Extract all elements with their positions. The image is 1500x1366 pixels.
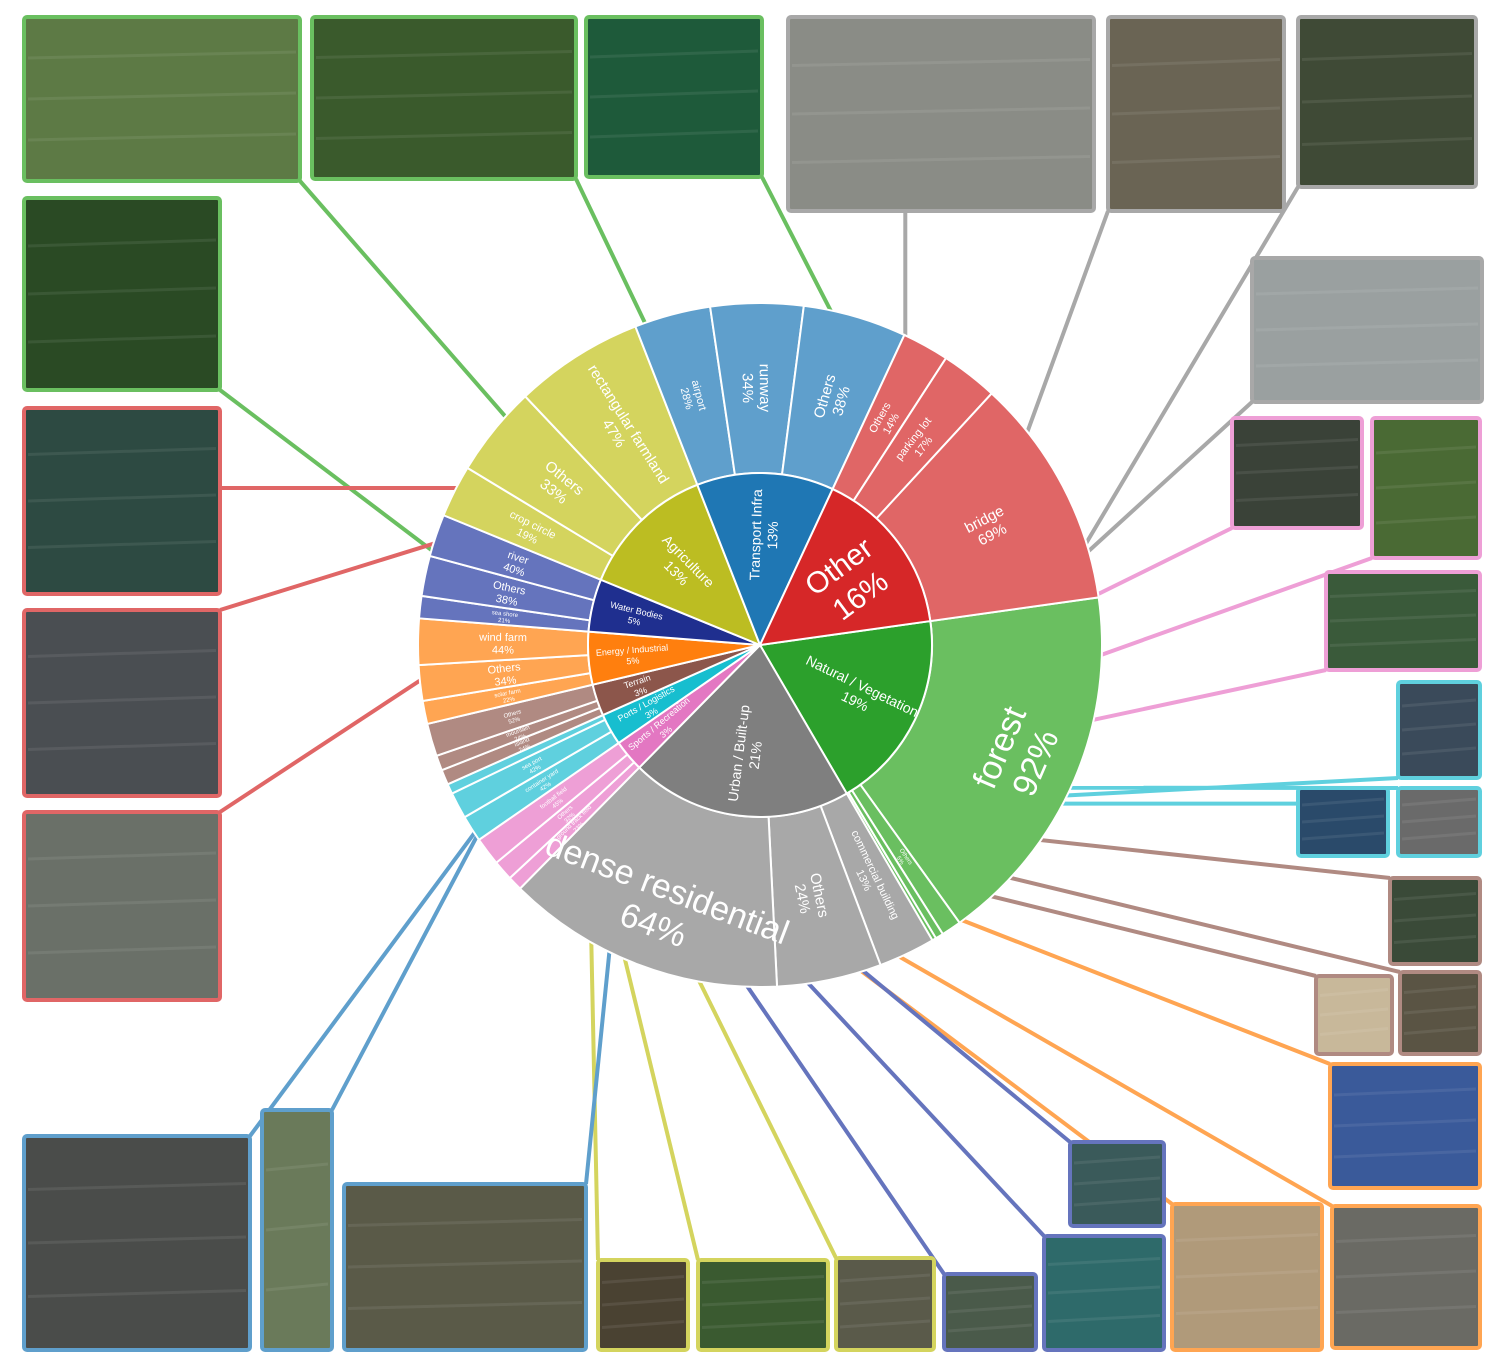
- inner-slice-agriculture: [599, 483, 762, 647]
- outer-ring: [417, 302, 1103, 988]
- outer-label-others: Others38%: [489, 579, 527, 610]
- thumbnail-image: [786, 15, 1096, 213]
- thumbnail-image: [342, 1182, 588, 1352]
- thumbnail-image: [1324, 570, 1482, 672]
- thumbnail-image: [22, 1134, 252, 1352]
- thumbnail-image: [22, 196, 222, 392]
- thumbnail-image: [260, 1108, 334, 1352]
- thumbnail-image: [1230, 416, 1364, 530]
- thumbnail-image: [1250, 256, 1484, 404]
- thumbnail-image: [22, 810, 222, 1002]
- thumbnail-image: [1396, 786, 1482, 858]
- thumbnail-image: [1296, 786, 1390, 858]
- outer-label-others: Others24%: [789, 871, 832, 922]
- inner-slice-natural-vegetation: [758, 619, 933, 795]
- thumbnail-image: [310, 15, 578, 181]
- outer-label-island: island24%: [514, 737, 533, 755]
- thumbnail-image: [1388, 876, 1482, 966]
- thumbnail-image: [22, 608, 222, 798]
- thumbnail-image: [1328, 1062, 1482, 1190]
- thumbnail-image: [1370, 416, 1482, 560]
- thumbnail-image: [834, 1256, 936, 1352]
- thumbnail-image: [596, 1258, 690, 1352]
- outer-label-others: Others34%: [487, 661, 523, 689]
- inner-slice-other: [758, 487, 932, 647]
- inner-slice-transport-infra: [696, 472, 834, 648]
- thumbnail-image: [1042, 1234, 1166, 1352]
- outer-label-solar-farm: solar farm22%: [494, 688, 523, 706]
- thumbnail-gallery: [22, 15, 1484, 1352]
- thumbnail-image: [22, 15, 302, 183]
- thumbnail-image: [1398, 970, 1482, 1056]
- thumbnail-image: [1296, 15, 1478, 189]
- outer-label-airport: airport28%: [676, 379, 708, 415]
- thumbnail-image: [1106, 15, 1286, 213]
- thumbnail-image: [942, 1272, 1038, 1352]
- thumbnail-image: [1330, 1204, 1482, 1350]
- outer-label-others: Others52%: [503, 709, 524, 726]
- thumbnail-image: [1396, 680, 1482, 780]
- thumbnail-image: [22, 406, 222, 596]
- inner-ring: [587, 472, 933, 818]
- thumbnail-image: [1314, 974, 1394, 1056]
- inner-slice-urban-built-up: [637, 643, 849, 818]
- thumbnail-image: [1170, 1202, 1324, 1352]
- inner-label-transport-infra: Transport Infra13%: [746, 489, 782, 581]
- outer-label-runway: runway34%: [738, 364, 773, 413]
- outer-label-sea-shore: sea shore21%: [491, 610, 519, 626]
- thumbnail-image: [696, 1258, 830, 1352]
- thumbnail-image: [1068, 1140, 1166, 1228]
- thumbnail-image: [584, 15, 764, 179]
